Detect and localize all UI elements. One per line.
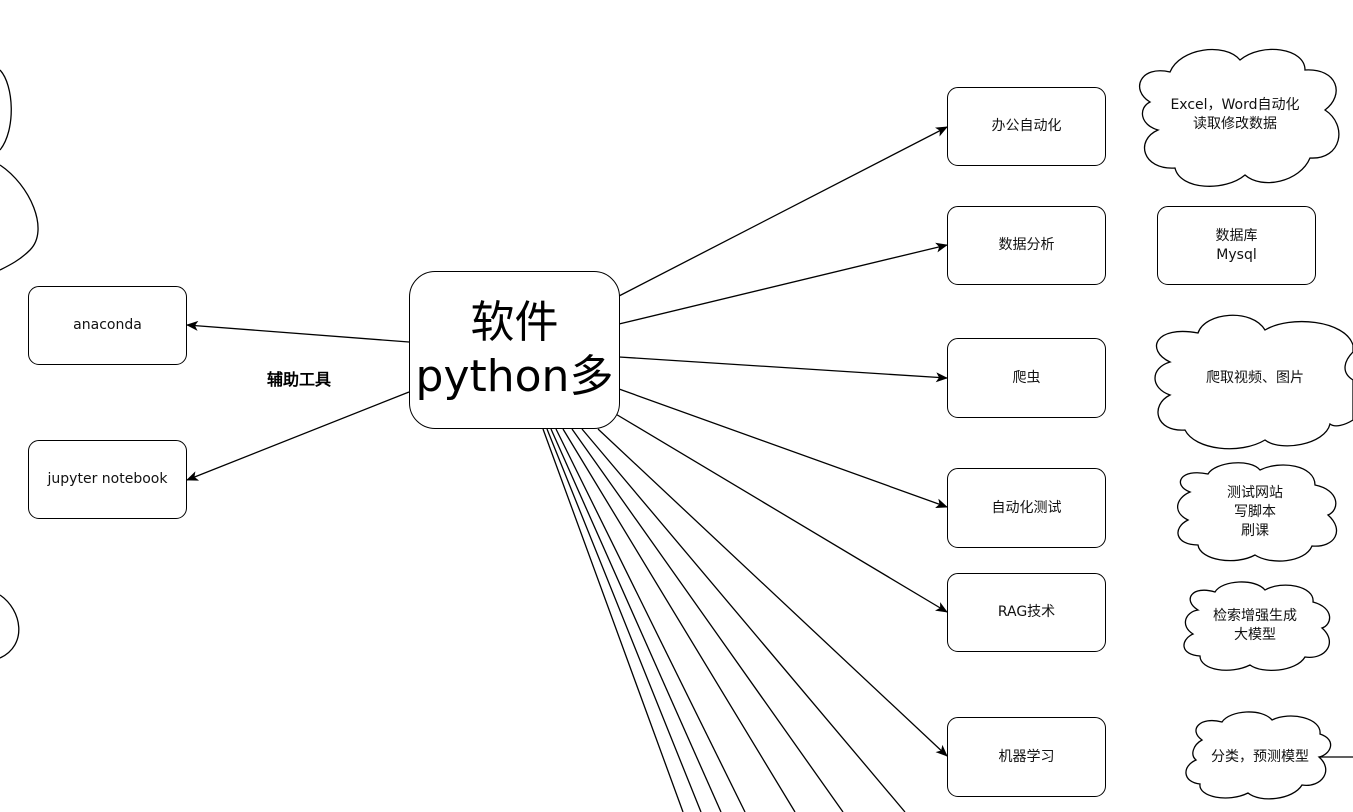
edge-to-rag: [613, 412, 948, 613]
detail-office[interactable]: Excel，Word自动化 读取修改数据: [1170, 97, 1300, 132]
edge-offscreen-2: [546, 428, 702, 812]
cloud-test-detail: [1177, 462, 1338, 562]
offscreen-cloud-top-left: [0, 69, 39, 271]
node-data-analysis[interactable]: 数据分析: [947, 206, 1106, 285]
offscreen-cloud-bottom-left: [0, 594, 20, 659]
edge-offscreen-6: [571, 428, 844, 812]
edge-offscreen-4: [555, 428, 746, 812]
edge-offscreen-5: [562, 428, 796, 812]
detail-database[interactable]: 数据库 Mysql: [1157, 206, 1316, 285]
edge-offscreen-3: [550, 428, 722, 812]
edge-to-auto-test: [618, 388, 948, 508]
detail-ml[interactable]: 分类，预测模型: [1211, 748, 1309, 765]
node-jupyter-notebook[interactable]: jupyter notebook: [28, 440, 187, 519]
edge-to-crawler: [618, 356, 948, 383]
edge-label-tools: 辅助工具: [267, 370, 332, 389]
cloud-office-detail: [1139, 48, 1340, 187]
edge-to-office: [618, 126, 948, 297]
node-auto-test[interactable]: 自动化测试: [947, 468, 1106, 548]
cloud-ml-detail: [1185, 711, 1332, 800]
detail-crawler[interactable]: 爬取视频、图片: [1206, 369, 1304, 386]
edge-to-data-analysis: [618, 242, 948, 325]
node-anaconda[interactable]: anaconda: [28, 286, 187, 365]
edge-to-anaconda: [186, 320, 410, 343]
central-node[interactable]: 软件 python多: [409, 271, 620, 429]
cloud-crawler-detail: [1154, 314, 1353, 450]
edge-to-ml: [597, 428, 948, 757]
detail-test[interactable]: 测试网站 写脚本 刷课: [1227, 485, 1283, 539]
node-crawler[interactable]: 爬虫: [947, 338, 1106, 418]
cloud-rag-detail: [1183, 581, 1331, 671]
edge-offscreen-1: [542, 428, 684, 812]
edge-to-jupyter: [186, 391, 410, 481]
edge-offscreen-7: [581, 428, 906, 812]
node-machine-learning[interactable]: 机器学习: [947, 717, 1106, 797]
node-rag[interactable]: RAG技术: [947, 573, 1106, 652]
detail-rag[interactable]: 检索增强生成 大模型: [1213, 607, 1297, 643]
node-office-automation[interactable]: 办公自动化: [947, 87, 1106, 166]
